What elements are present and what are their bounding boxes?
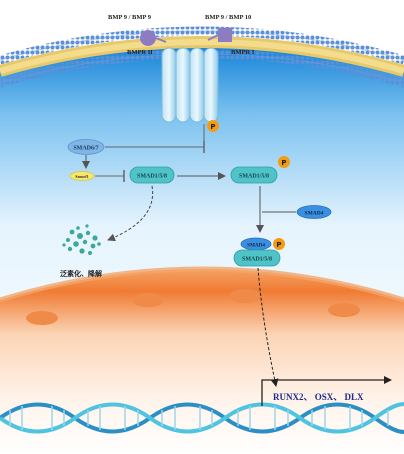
smurf-node: Smurf1 <box>69 171 95 181</box>
complex-phospho-badge: P <box>273 238 285 250</box>
nuclear-pore <box>328 303 360 317</box>
nuclear-pore <box>229 289 261 303</box>
receptor-bmpr1-label: BMPR I <box>231 49 255 56</box>
inhibit-smad67-receptor <box>105 141 205 153</box>
svg-text:SMAD1/5/8: SMAD1/5/8 <box>137 174 167 180</box>
svg-text:SMAD1/5/8: SMAD1/5/8 <box>242 257 272 263</box>
receptor-bmpr2-label: BMPR II <box>127 49 153 56</box>
receptor-phospho-badge: P <box>207 120 219 132</box>
ligand-left-label: BMP 9 / BMP 9 <box>108 14 152 21</box>
svg-text:SMAD4: SMAD4 <box>305 211 324 217</box>
receptor-bmpr1 <box>189 47 219 123</box>
degradation-label: 泛素化、降解 <box>60 269 102 278</box>
transcription-arrow <box>261 376 392 406</box>
nuclear-pore <box>26 311 58 325</box>
degraded-fragments-icon <box>62 224 101 255</box>
arrow-to-degradation <box>107 185 154 242</box>
svg-text:SMAD1/5/8: SMAD1/5/8 <box>239 174 269 180</box>
svg-text:SMAD4: SMAD4 <box>247 243 265 249</box>
ligand-right-label: BMP 9 / BMP 10 <box>205 14 251 21</box>
receptor-bmpr2 <box>161 47 191 123</box>
svg-text:P: P <box>276 241 281 249</box>
smad158-phospho-badge: P <box>278 156 290 168</box>
smad158-active-node: SMAD1/5/8 <box>230 166 278 184</box>
complex-smad158-node: SMAD1/5/8 <box>233 249 281 267</box>
svg-text:Smurf1: Smurf1 <box>75 174 89 179</box>
arrow-to-nucleus <box>257 267 279 387</box>
smad4-node: SMAD4 <box>296 205 332 219</box>
target-genes-label: RUNX2、 OSX、 DLX <box>273 392 364 402</box>
nuclear-pore <box>132 293 164 307</box>
svg-text:SMAD6/7: SMAD6/7 <box>73 146 98 152</box>
svg-text:P: P <box>281 159 286 167</box>
ligand-right-icon <box>207 28 232 42</box>
complex-smad4-node: SMAD4 <box>240 237 272 251</box>
inhibit-smurf-smad158 <box>95 170 125 182</box>
dna-helix <box>0 402 404 434</box>
svg-text:P: P <box>210 123 215 131</box>
smad158-inactive-node: SMAD1/5/8 <box>129 166 175 184</box>
ligand-left-icon <box>140 30 167 46</box>
smad67-node: SMAD6/7 <box>67 139 105 155</box>
